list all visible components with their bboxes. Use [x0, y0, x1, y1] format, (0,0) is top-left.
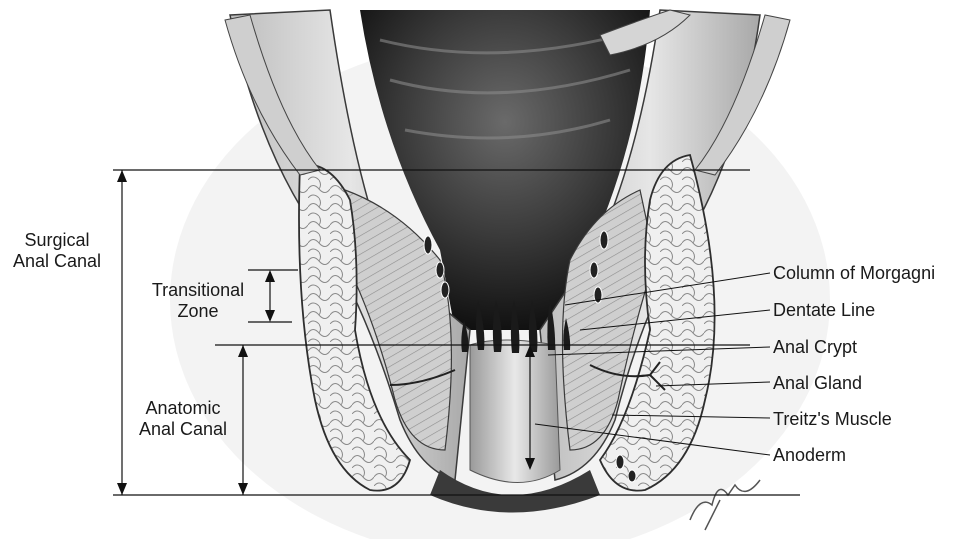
surgical-line-2: Anal Canal	[4, 251, 110, 272]
surgical-line-1: Surgical	[4, 230, 110, 251]
label-treitz-muscle: Treitz's Muscle	[773, 409, 892, 430]
label-surgical-anal-canal: Surgical Anal Canal	[4, 230, 110, 272]
label-transitional-zone: Transitional Zone	[138, 280, 258, 322]
label-anal-gland: Anal Gland	[773, 373, 862, 394]
label-anatomic-anal-canal: Anatomic Anal Canal	[128, 398, 238, 440]
label-column-of-morgagni: Column of Morgagni	[773, 263, 935, 284]
anatomic-line-2: Anal Canal	[128, 419, 238, 440]
transitional-line-1: Transitional	[138, 280, 258, 301]
label-anoderm: Anoderm	[773, 445, 846, 466]
label-dentate-line: Dentate Line	[773, 300, 875, 321]
transitional-line-2: Zone	[138, 301, 258, 322]
anatomic-line-1: Anatomic	[128, 398, 238, 419]
anal-canal	[470, 340, 560, 483]
label-anal-crypt: Anal Crypt	[773, 337, 857, 358]
